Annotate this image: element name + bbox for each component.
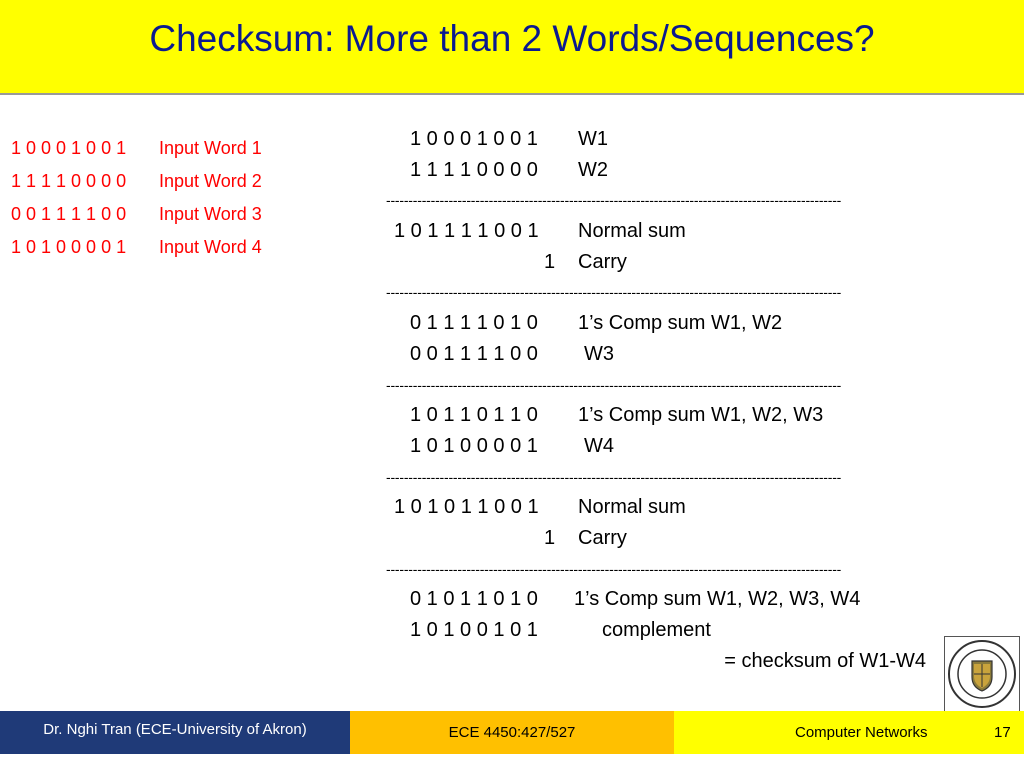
calc-bits: 0 1 0 1 1 0 1 0 [410, 588, 538, 611]
calc-label: complement [602, 619, 711, 641]
input-word-row: 0 0 1 1 1 1 0 0 Input Word 3 [11, 200, 262, 233]
calc-label: W2 [578, 158, 608, 181]
calc-row-w4: 1 0 1 0 0 0 0 1 W4 [386, 431, 926, 462]
calc-label: 1’s Comp sum W1, W2, W3 [578, 404, 824, 427]
calc-row-w2: 1 1 1 1 0 0 0 0 W2 [386, 155, 926, 186]
calc-row-complement: 1 0 1 0 0 1 0 1 complement [386, 615, 926, 646]
footer-right: Computer Networks 17 [674, 711, 1024, 754]
footer: Dr. Nghi Tran (ECE-University of Akron) … [0, 711, 1024, 754]
input-word-label: Input Word 1 [159, 138, 262, 158]
calc-row-checksum: = checksum of W1-W4 [386, 646, 926, 677]
calc-bits: 1 0 1 1 1 1 0 0 1 [394, 220, 539, 243]
calc-bits: 1 1 1 1 0 0 0 0 [410, 158, 538, 181]
input-words-list: 1 0 0 0 1 0 0 1 Input Word 1 1 1 1 1 0 0 … [11, 134, 262, 266]
calc-label: W1 [578, 128, 608, 150]
title-bar: Checksum: More than 2 Words/Sequences? [0, 0, 1024, 94]
input-word-label: Input Word 3 [159, 204, 262, 224]
calc-bits: 1 [544, 250, 556, 273]
calc-bits: 0 0 1 1 1 1 0 0 [410, 342, 538, 365]
calc-label: Carry [578, 250, 627, 273]
checksum-calculation: 1 0 0 0 1 0 0 1 W1 1 1 1 1 0 0 0 0 W2 ----… [386, 124, 926, 676]
separator-dashes: ----------------------------------------… [386, 560, 842, 577]
calc-bits: 1 0 1 0 0 1 0 1 [410, 619, 538, 641]
separator-dashes: ----------------------------------------… [386, 192, 842, 209]
calc-row-normal-sum: 1 0 1 0 1 1 0 0 1 Normal sum [386, 492, 926, 523]
input-word-label: Input Word 2 [159, 171, 262, 191]
title-divider [0, 93, 1024, 95]
footer-course-code: ECE 4450:427/527 [350, 711, 674, 754]
university-seal-logo [944, 636, 1020, 712]
separator-dashes: ----------------------------------------… [386, 468, 842, 485]
separator-dashes: ----------------------------------------… [386, 376, 842, 393]
calc-bits: 1 0 1 1 0 1 1 0 [410, 404, 538, 427]
input-word-bits: 1 0 1 0 0 0 0 1 [11, 237, 127, 257]
calc-label: W3 [584, 342, 614, 365]
input-word-bits: 0 0 1 1 1 1 0 0 [11, 204, 127, 224]
calc-label: Normal sum [578, 496, 686, 519]
calc-label: W4 [584, 434, 614, 457]
university-seal-icon [948, 640, 1016, 708]
footer-author: Dr. Nghi Tran (ECE-University of Akron) [0, 711, 350, 754]
slide-title: Checksum: More than 2 Words/Sequences? [149, 18, 875, 59]
calc-bits: 1 0 1 0 1 1 0 0 1 [394, 496, 539, 519]
calc-bits: 1 0 1 0 0 0 0 1 [410, 434, 538, 457]
calc-row-w3: 0 0 1 1 1 1 0 0 W3 [386, 339, 926, 370]
input-word-label: Input Word 4 [159, 237, 262, 257]
calc-label: 1’s Comp sum W1, W2 [578, 312, 783, 335]
calc-row-normal-sum: 1 0 1 1 1 1 0 0 1 Normal sum [386, 216, 926, 247]
input-word-row: 1 1 1 1 0 0 0 0 Input Word 2 [11, 167, 262, 200]
calc-label: Carry [578, 526, 627, 549]
input-word-bits: 1 1 1 1 0 0 0 0 [11, 171, 127, 191]
calc-row-w1: 1 0 0 0 1 0 0 1 W1 [386, 124, 926, 155]
input-word-row: 1 0 1 0 0 0 0 1 Input Word 4 [11, 233, 262, 266]
calc-row-carry: 1 Carry [386, 523, 926, 554]
separator-dashes: ----------------------------------------… [386, 284, 842, 301]
calc-row-carry: 1 Carry [386, 247, 926, 278]
input-word-row: 1 0 0 0 1 0 0 1 Input Word 1 [11, 134, 262, 167]
calc-row-comp-sum: 1 0 1 1 0 1 1 0 1’s Comp sum W1, W2, W3 [386, 400, 926, 431]
calc-label: 1’s Comp sum W1, W2, W3, W4 [574, 588, 861, 611]
calc-bits: 1 0 0 0 1 0 0 1 [410, 128, 538, 150]
footer-course-name: Computer Networks [795, 724, 928, 741]
calc-bits: 1 [544, 526, 556, 549]
calc-label: = checksum of W1-W4 [724, 649, 926, 672]
calc-label: Normal sum [578, 220, 686, 243]
calc-row-comp-sum: 0 1 1 1 1 0 1 0 1’s Comp sum W1, W2 [386, 308, 926, 339]
page-number: 17 [994, 724, 1011, 741]
calc-bits: 0 1 1 1 1 0 1 0 [410, 312, 538, 335]
input-word-bits: 1 0 0 0 1 0 0 1 [11, 138, 127, 158]
calc-row-comp-sum: 0 1 0 1 1 0 1 0 1’s Comp sum W1, W2, W3, … [386, 584, 926, 615]
